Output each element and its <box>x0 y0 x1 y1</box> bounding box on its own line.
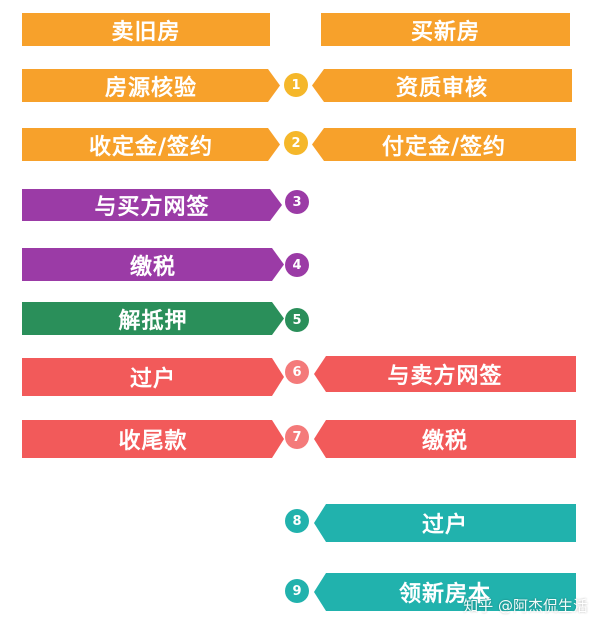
right-step-2: 付定金/签约 <box>312 128 576 161</box>
step-number-3: 3 <box>285 190 309 214</box>
left-step-7: 收尾款 <box>22 420 284 458</box>
buy-new-house-header: 买新房 <box>321 13 570 46</box>
left-step-3: 与买方网签 <box>22 189 282 221</box>
left-step-6: 过户 <box>22 358 284 396</box>
left-step-1: 房源核验 <box>22 69 280 102</box>
sell-old-house-header: 卖旧房 <box>22 13 270 46</box>
left-step-4: 缴税 <box>22 248 284 281</box>
watermark-text: 知乎 @阿杰侃生活 <box>463 597 588 615</box>
step-number-1: 1 <box>284 73 308 97</box>
step-number-6: 6 <box>285 360 309 384</box>
right-step-9: 领新房本 <box>314 573 576 611</box>
step-number-7: 7 <box>285 425 309 449</box>
left-step-2: 收定金/签约 <box>22 128 280 161</box>
step-number-8: 8 <box>285 509 309 533</box>
right-step-7: 缴税 <box>314 420 576 458</box>
left-step-5: 解抵押 <box>22 302 284 335</box>
step-number-5: 5 <box>285 308 309 332</box>
step-number-2: 2 <box>284 131 308 155</box>
step-number-4: 4 <box>285 253 309 277</box>
right-step-8: 过户 <box>314 504 576 542</box>
right-step-1: 资质审核 <box>312 69 572 102</box>
step-number-9: 9 <box>285 579 309 603</box>
right-step-6: 与卖方网签 <box>314 356 576 392</box>
